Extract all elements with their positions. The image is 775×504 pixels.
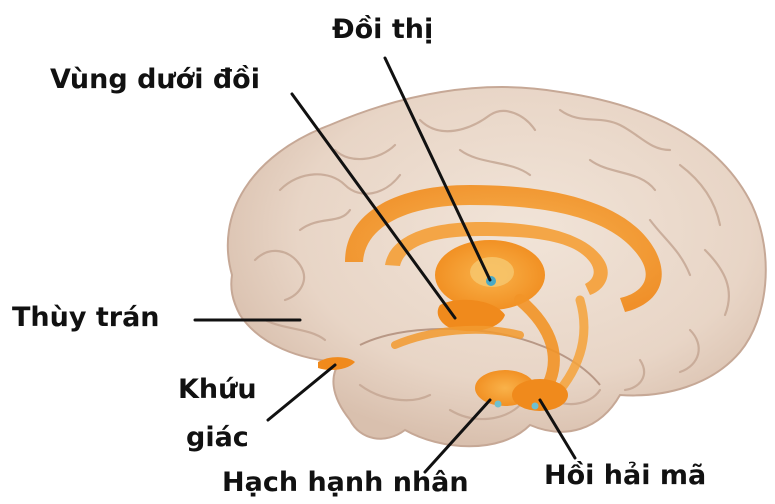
label-hypothalamus: Vùng dưới đồi <box>50 66 260 93</box>
label-amygdala: Hạch hạnh nhân <box>222 469 469 496</box>
hippocampus-marker <box>532 403 539 410</box>
label-olfactory-line2: giác <box>186 424 249 451</box>
label-frontal-lobe: Thùy trán <box>12 304 160 331</box>
label-thalamus: Đồi thị <box>332 16 433 43</box>
amygdala-marker <box>495 401 502 408</box>
label-hippocampus: Hồi hải mã <box>544 462 706 489</box>
leader-olfactory <box>268 365 335 420</box>
hippocampus-body <box>512 379 568 411</box>
label-olfactory-line1: Khứu <box>178 376 257 403</box>
